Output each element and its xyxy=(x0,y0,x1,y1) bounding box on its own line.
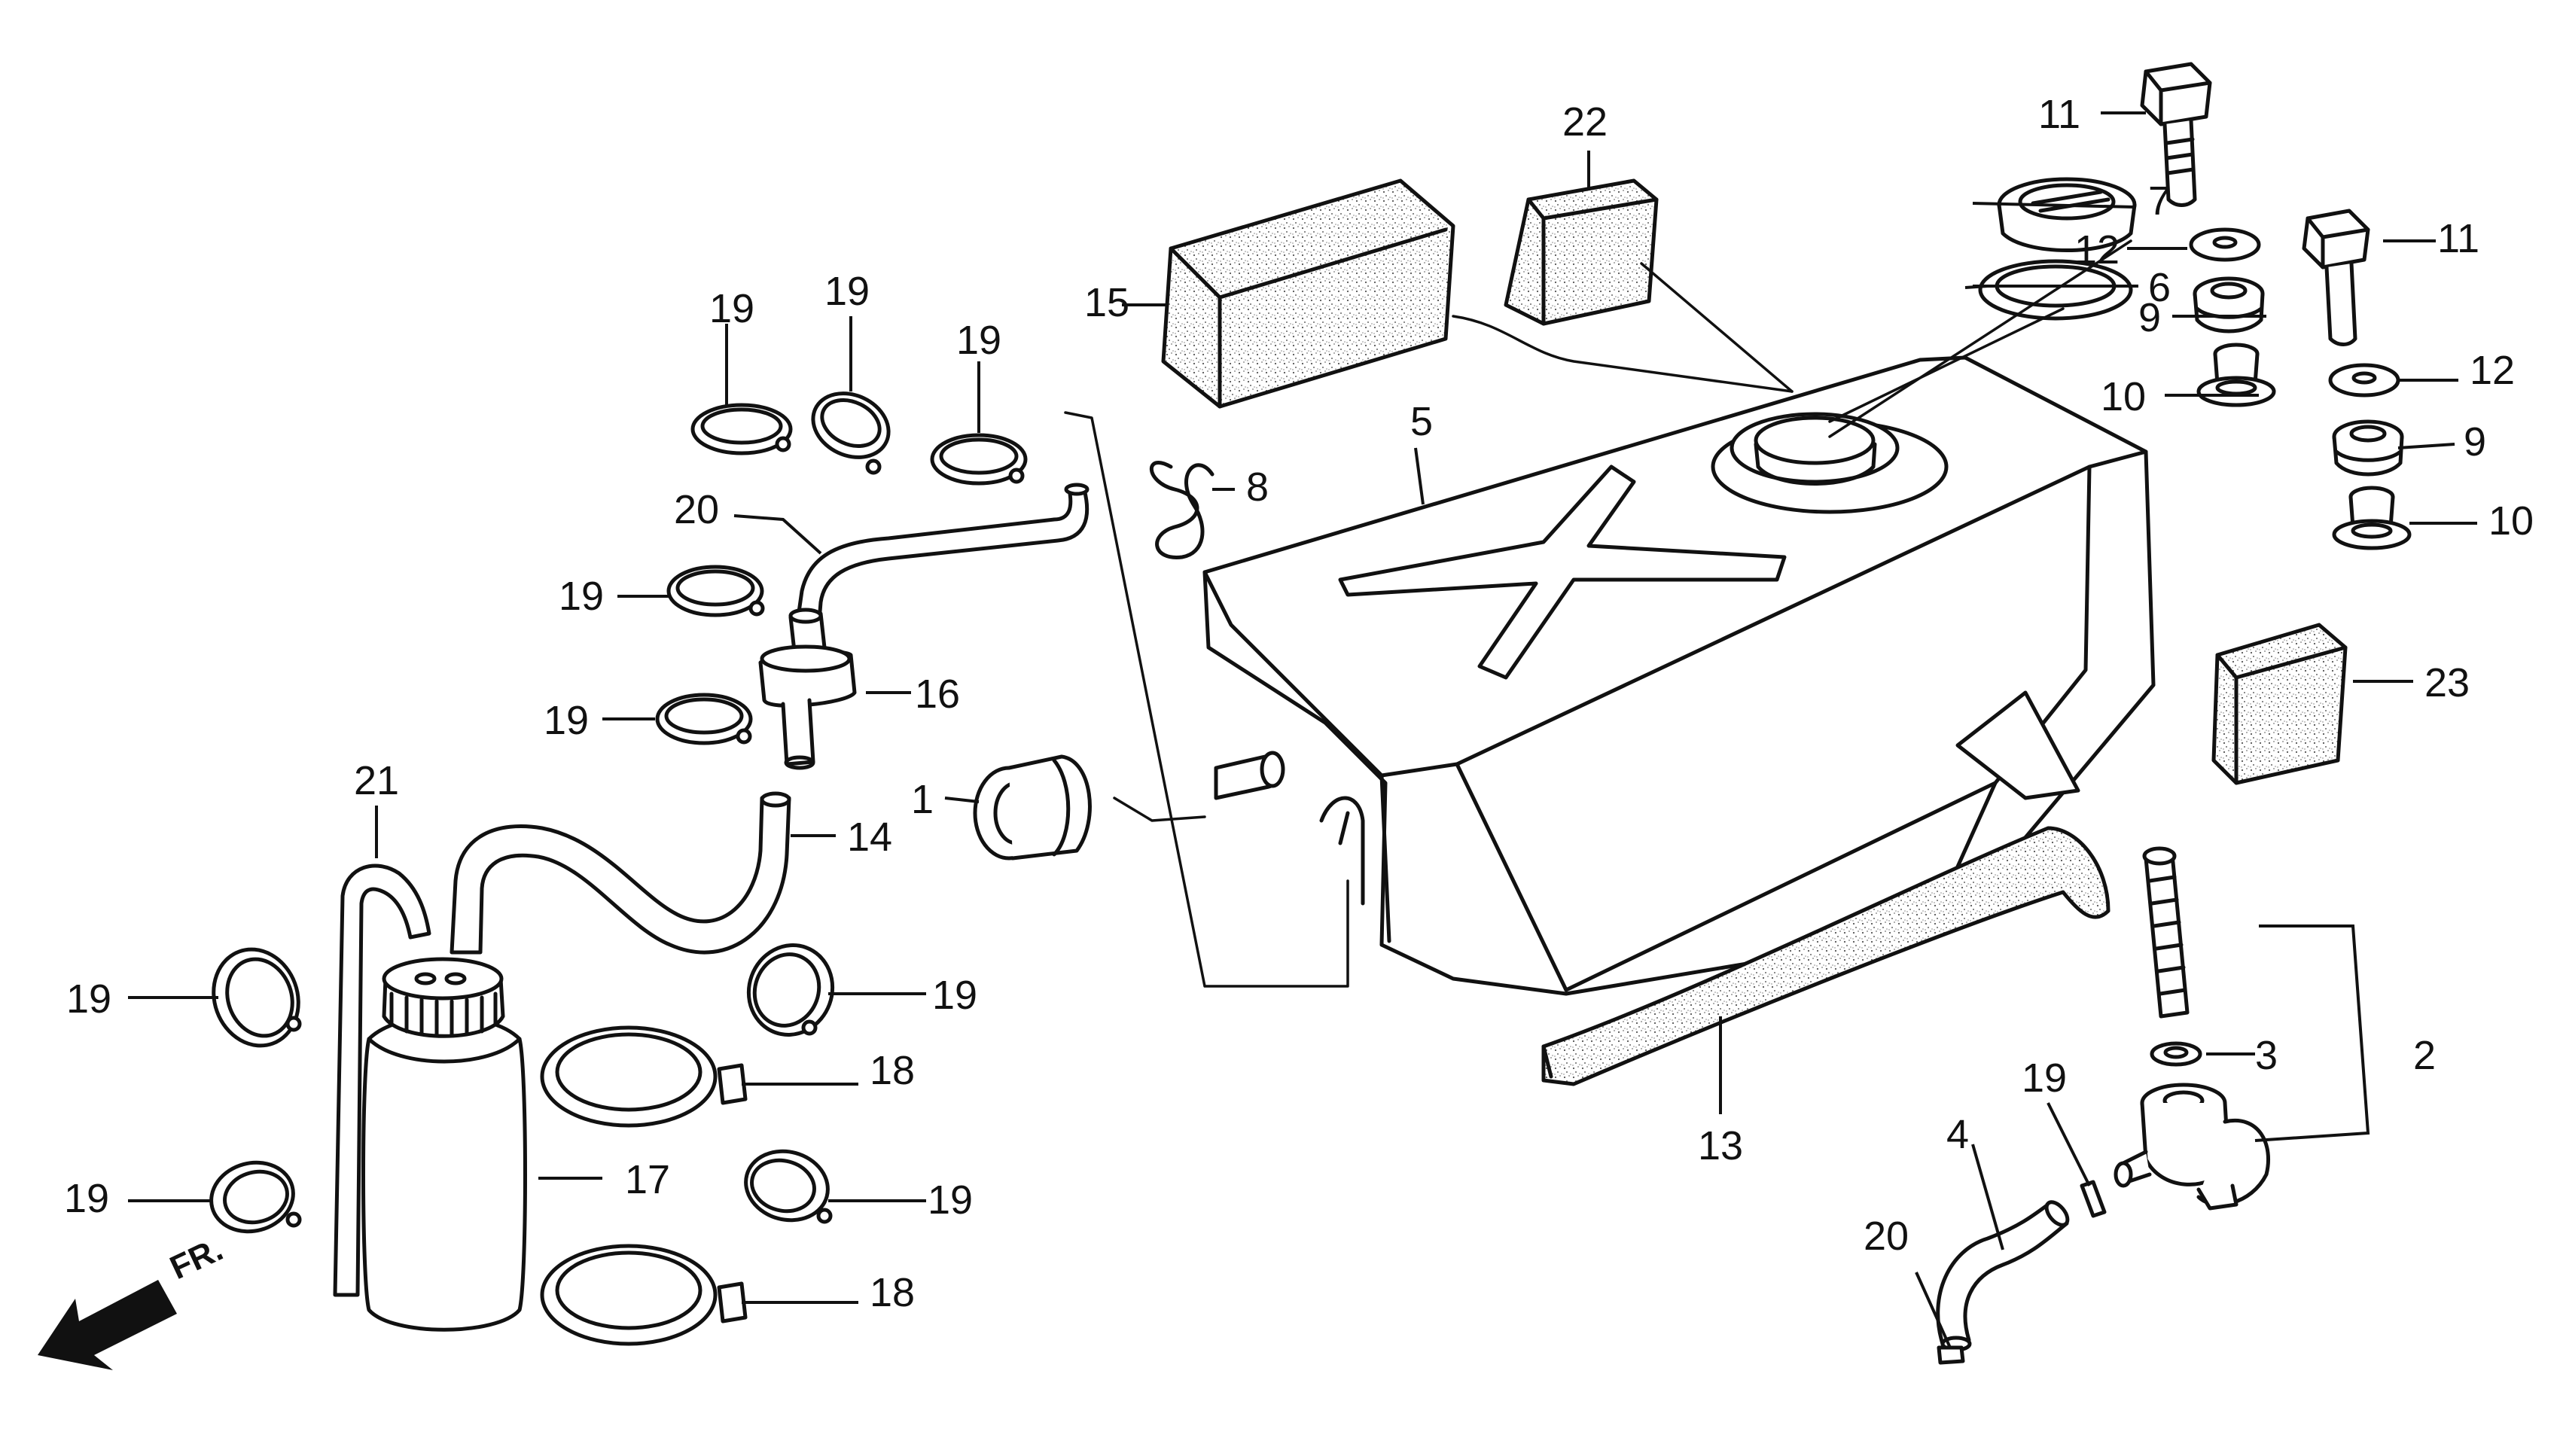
callout-11-mid: 11 xyxy=(2437,216,2479,261)
fuel-tank xyxy=(1202,355,2156,996)
callout-19-c: 19 xyxy=(956,318,1001,363)
band-clamp-18-lower xyxy=(540,1244,748,1346)
foam-strip-13 xyxy=(1541,826,2111,1086)
callout-20-lower: 20 xyxy=(1864,1214,1909,1259)
callout-21: 20 xyxy=(674,487,719,532)
callout-13: 13 xyxy=(1698,1123,1743,1168)
callout-23-top: 22 xyxy=(1562,99,1608,145)
callout-9-mid: 9 xyxy=(2464,419,2486,465)
callout-19-h: 19 xyxy=(64,1176,109,1221)
callout-11-top: 11 xyxy=(2038,92,2080,137)
breather-hose-14 xyxy=(450,791,791,955)
fuel-strainer xyxy=(2142,846,2190,1019)
callout-18-upper: 18 xyxy=(870,1048,915,1093)
catch-tank-17 xyxy=(361,957,527,1332)
callout-9-top: 9 xyxy=(2138,295,2161,340)
callout-7: 7 xyxy=(2148,178,2171,224)
callout-19-g: 19 xyxy=(932,973,977,1018)
front-direction-label: FR. xyxy=(165,1231,229,1287)
callout-15: 15 xyxy=(1084,280,1129,325)
callout-19-e: 19 xyxy=(544,698,589,743)
callout-23-side: 23 xyxy=(2424,660,2470,705)
front-arrow-icon xyxy=(38,1280,177,1370)
foam-pad-23-side xyxy=(2211,623,2348,785)
drain-tube-22 xyxy=(333,864,431,1297)
hose-clip-20-upper xyxy=(2080,1180,2107,1218)
callout-19-i: 19 xyxy=(928,1177,973,1223)
breather-valve-16 xyxy=(758,608,857,770)
callout-18-lower: 18 xyxy=(870,1270,915,1315)
callout-19-b: 19 xyxy=(824,269,870,314)
grommet-9-top xyxy=(2193,276,2265,334)
callout-6: 6 xyxy=(2148,265,2171,310)
callout-19-a: 19 xyxy=(709,286,754,331)
callout-20-upper: 19 xyxy=(2022,1055,2067,1101)
callout-19-d: 19 xyxy=(559,574,604,619)
callout-2: 2 xyxy=(2413,1033,2436,1078)
callout-8: 8 xyxy=(1246,465,1269,510)
valve-washer-3 xyxy=(2150,1041,2202,1067)
hose-clip-19-b xyxy=(811,391,891,475)
washer-12-top xyxy=(2189,227,2261,262)
hose-clip-19-d xyxy=(666,565,765,617)
foam-pad-23-top xyxy=(1504,178,1659,326)
band-clamp-18-upper xyxy=(540,1025,748,1128)
callout-19-f: 19 xyxy=(66,976,111,1022)
collar-10-top xyxy=(2196,343,2276,407)
hose-clip-20-lower xyxy=(1937,1345,1965,1365)
hose-clip-19-g xyxy=(746,943,835,1037)
callout-10-top: 10 xyxy=(2101,374,2146,419)
part-callouts: 1 2 3 4 5 6 7 8 9 9 10 10 11 11 12 12 13… xyxy=(64,92,2534,1315)
washer-12-mid xyxy=(2328,363,2400,398)
collar-10-mid xyxy=(2332,486,2412,550)
fuel-valve-2 xyxy=(2114,1083,2271,1211)
callout-16: 16 xyxy=(915,672,960,717)
hose-clip-19-e xyxy=(655,693,753,745)
callout-14: 14 xyxy=(847,815,892,860)
front-direction-indicator: FR. xyxy=(38,1231,228,1370)
leader-lines xyxy=(128,111,2477,1348)
hose-clip-19-a xyxy=(690,403,793,455)
hose-clip-19-c xyxy=(930,433,1028,486)
bolt-11-top xyxy=(2140,62,2212,207)
hose-clip-19-i xyxy=(744,1149,833,1224)
callout-1: 1 xyxy=(911,777,934,822)
callout-22: 21 xyxy=(354,758,399,803)
hose-clip-19-f xyxy=(212,947,302,1048)
callout-5: 5 xyxy=(1410,399,1433,444)
callout-4: 4 xyxy=(1946,1112,1969,1157)
callout-17: 17 xyxy=(625,1157,670,1202)
foam-pad-15 xyxy=(1161,178,1455,409)
breather-hose-21 xyxy=(796,483,1090,623)
bolt-11-mid xyxy=(2302,209,2370,346)
callout-10-mid: 10 xyxy=(2488,498,2534,544)
rubber-grommet-1 xyxy=(973,754,1092,861)
tank-vent-bracket xyxy=(1064,411,1349,988)
hose-clip-19-h xyxy=(209,1160,302,1234)
callout-12-mid: 12 xyxy=(2470,348,2515,393)
retainer-clip-8 xyxy=(1149,461,1214,559)
callout-3: 3 xyxy=(2255,1033,2278,1078)
callout-12-top: 12 xyxy=(2074,227,2120,273)
grommet-9-mid xyxy=(2332,419,2404,477)
fuel-hose-4 xyxy=(1936,1200,2070,1352)
